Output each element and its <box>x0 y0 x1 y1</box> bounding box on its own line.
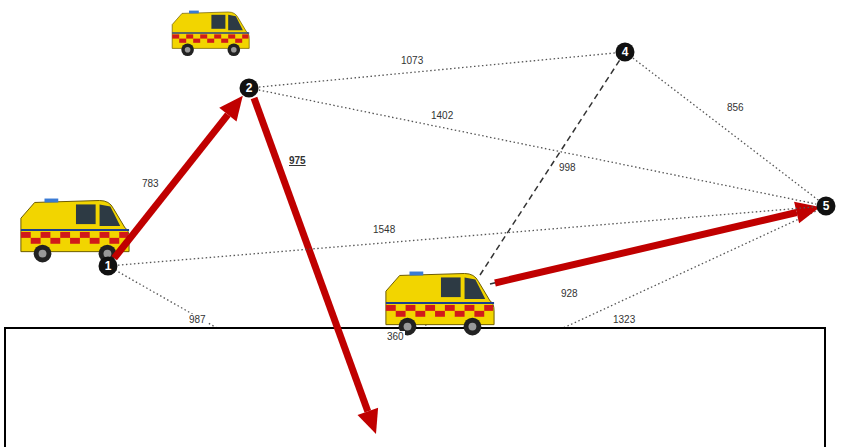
distance-label: 1548 <box>372 224 396 236</box>
ambulance-icon <box>172 11 249 57</box>
red-arrowhead <box>358 408 379 434</box>
distance-label: 987 <box>188 314 207 326</box>
node-number: 2 <box>239 79 259 97</box>
distance-label: 1323 <box>612 314 636 326</box>
dashed-route <box>480 52 625 275</box>
dotted-route <box>118 207 816 265</box>
dotted-route <box>259 90 816 204</box>
distance-label: 998 <box>558 162 577 174</box>
solid-route <box>490 206 827 284</box>
red-arrow <box>254 98 368 411</box>
ambulance-icon <box>21 199 129 263</box>
distance-label: 1402 <box>430 110 454 122</box>
red-arrowhead <box>794 202 820 223</box>
distance-label: 783 <box>141 178 160 190</box>
node-circle: 5 <box>816 196 836 216</box>
distance-label: 1073 <box>400 55 424 67</box>
node-number: 1 <box>98 257 118 275</box>
ambulance-icon <box>386 272 494 336</box>
node-number: 4 <box>615 43 635 61</box>
dotted-route <box>633 58 818 200</box>
dotted-route <box>114 96 243 258</box>
node-circle: 1 <box>98 256 118 276</box>
distance-label: 360 <box>386 331 405 343</box>
red-arrow <box>495 213 797 284</box>
dotted-route <box>259 53 615 87</box>
node-circle: 4 <box>615 42 635 62</box>
distance-label: 856 <box>726 102 745 114</box>
distance-label: 975 <box>288 155 307 167</box>
red-arrow <box>114 96 243 258</box>
node-circle: 2 <box>239 78 259 98</box>
arrowhead <box>219 96 243 122</box>
cover-panel <box>5 328 825 447</box>
distance-label: 928 <box>560 288 579 300</box>
node-number: 5 <box>816 197 836 215</box>
